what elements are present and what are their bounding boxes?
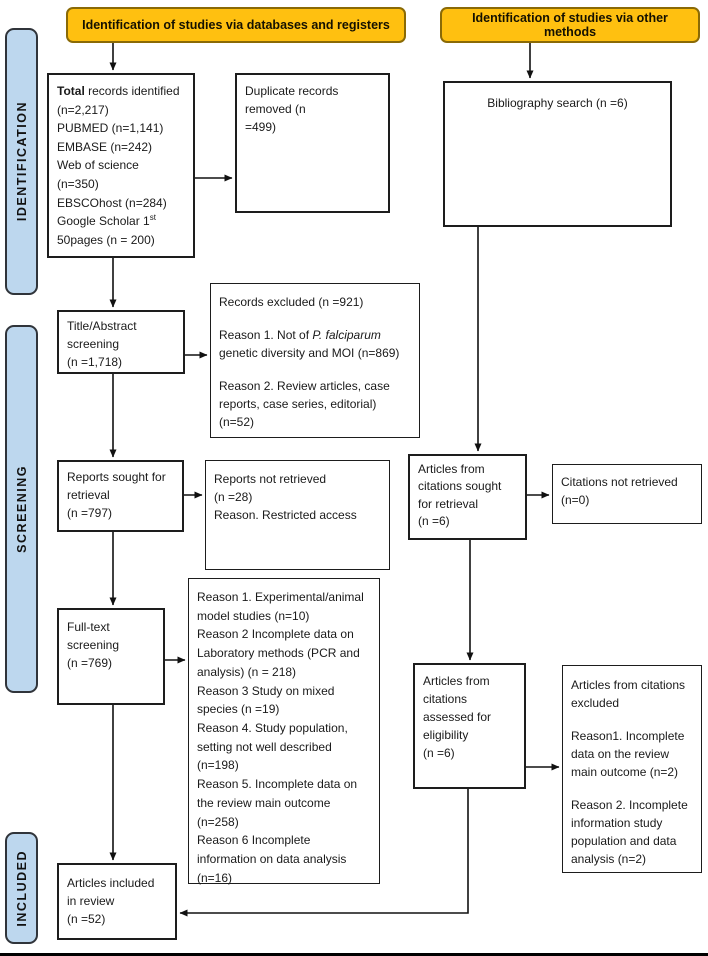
header-databases-registers: Identification of studies via databases … (66, 7, 406, 43)
fulltext-reason-6: Reason 6 Incomplete information on data … (197, 833, 347, 885)
reports-not-retrieved-line2: (n =28) (214, 490, 253, 504)
records-excluded-title: Records excluded (n =921) (219, 295, 364, 309)
total-records-wos: Web of science (57, 158, 139, 173)
citations-sought-line3: for retrieval (418, 496, 479, 511)
stage-screening-label: SCREENING (14, 465, 29, 553)
title-abstract-line2: screening (67, 337, 120, 351)
fulltext-line1: Full-text (67, 620, 110, 634)
stage-included-label: INCLUDED (14, 849, 29, 927)
reports-sought-line3: (n =797) (67, 506, 113, 520)
citations-assessed-line5: (n =6) (423, 746, 455, 760)
citations-excluded-title: Articles from citations excluded (571, 678, 686, 710)
fulltext-reason-2: Reason 2 Incomplete data on Laboratory m… (197, 627, 360, 679)
fulltext-line2: screening (67, 638, 120, 652)
citations-excluded-reason1: Reason1. Incomplete data on the review m… (571, 729, 685, 779)
box-total-records: Total records identified (n=2,217) PUBME… (47, 73, 195, 258)
header-other-methods: Identification of studies via other meth… (440, 7, 700, 43)
total-records-ebsco: EBSCOhost (n=284) (57, 195, 167, 210)
citations-assessed-line2: citations (423, 692, 468, 706)
citations-assessed-line1: Articles from (423, 674, 490, 688)
citations-sought-line1: Articles from (418, 462, 485, 476)
citations-assessed-line4: eligibility (423, 728, 469, 742)
total-records-wos-n: (n=350) (57, 176, 99, 191)
box-bibliography-search: Bibliography search (n =6) (443, 81, 672, 227)
reports-sought-line1: Reports sought for (67, 470, 166, 484)
box-fulltext-exclusion-reasons: Reason 1. Experimental/animal model stud… (188, 578, 380, 885)
bibliography-text: Bibliography search (n =6) (487, 96, 628, 110)
stage-identification: IDENTIFICATION (5, 28, 38, 295)
box-citations-assessed: Articles from citations assessed for eli… (413, 663, 526, 789)
stage-identification-label: IDENTIFICATION (14, 101, 29, 222)
total-records-line1: Total records identified (57, 84, 180, 98)
box-reports-not-retrieved: Reports not retrieved (n =28) Reason. Re… (205, 460, 390, 570)
records-excluded-reason2: Reason 2. Review articles, case reports,… (219, 379, 390, 429)
total-records-embase: EMBASE (n=242) (57, 139, 153, 154)
included-line3: (n =52) (67, 912, 106, 926)
total-records-line2: (n=2,217) (57, 102, 109, 117)
box-records-excluded: Records excluded (n =921) Reason 1. Not … (210, 283, 420, 438)
box-citations-not-retrieved: Citations not retrieved (n=0) (552, 464, 702, 524)
title-abstract-line1: Title/Abstract (67, 319, 137, 333)
reports-not-retrieved-line1: Reports not retrieved (214, 472, 327, 486)
fulltext-reason-4: Reason 4. Study population, setting not … (197, 721, 348, 773)
box-reports-sought: Reports sought for retrieval (n =797) (57, 460, 184, 532)
box-title-abstract-screening: Title/Abstract screening (n =1,718) (57, 310, 185, 374)
included-line2: in review (67, 894, 115, 908)
citations-not-retrieved-line2: (n=0) (561, 493, 590, 507)
box-citations-excluded: Articles from citations excluded Reason1… (562, 665, 702, 873)
duplicates-line2: =499) (245, 120, 277, 134)
figure-bottom-border (0, 953, 708, 956)
box-duplicates-removed: Duplicate records removed (n =499) (235, 73, 390, 213)
citations-sought-line4: (n =6) (418, 514, 450, 529)
citations-assessed-line3: assessed for (423, 710, 492, 724)
reports-sought-line2: retrieval (67, 488, 110, 502)
citations-not-retrieved-line1: Citations not retrieved (561, 475, 678, 489)
reports-not-retrieved-line3: Reason. Restricted access (214, 508, 357, 522)
fulltext-reason-5: Reason 5. Incomplete data on the review … (197, 777, 358, 829)
fulltext-reason-1: Reason 1. Experimental/animal model stud… (197, 590, 364, 623)
records-excluded-reason1: Reason 1. Not of P. falciparum genetic d… (219, 328, 400, 360)
citations-excluded-reason2: Reason 2. Incomplete information study p… (571, 798, 688, 866)
included-line1: Articles included (67, 876, 155, 890)
title-abstract-line3: (n =1,718) (67, 355, 123, 369)
fulltext-reason-3: Reason 3 Study on mixed species (n =19) (197, 683, 335, 717)
box-fulltext-screening: Full-text screening (n =769) (57, 608, 165, 705)
box-articles-included: Articles included in review (n =52) (57, 863, 177, 940)
duplicates-line1: Duplicate records removed (n (245, 84, 339, 116)
stage-included: INCLUDED (5, 832, 38, 944)
total-records-pubmed: PUBMED (n=1,141) (57, 121, 164, 136)
stage-screening: SCREENING (5, 325, 38, 693)
box-citations-sought: Articles from citations sought for retri… (408, 454, 527, 540)
total-records-scholar: Google Scholar 1st (57, 213, 156, 229)
citations-sought-line2: citations sought (418, 479, 502, 494)
total-records-scholar-n: 50pages (n = 200) (57, 232, 155, 247)
fulltext-line3: (n =769) (67, 656, 113, 670)
